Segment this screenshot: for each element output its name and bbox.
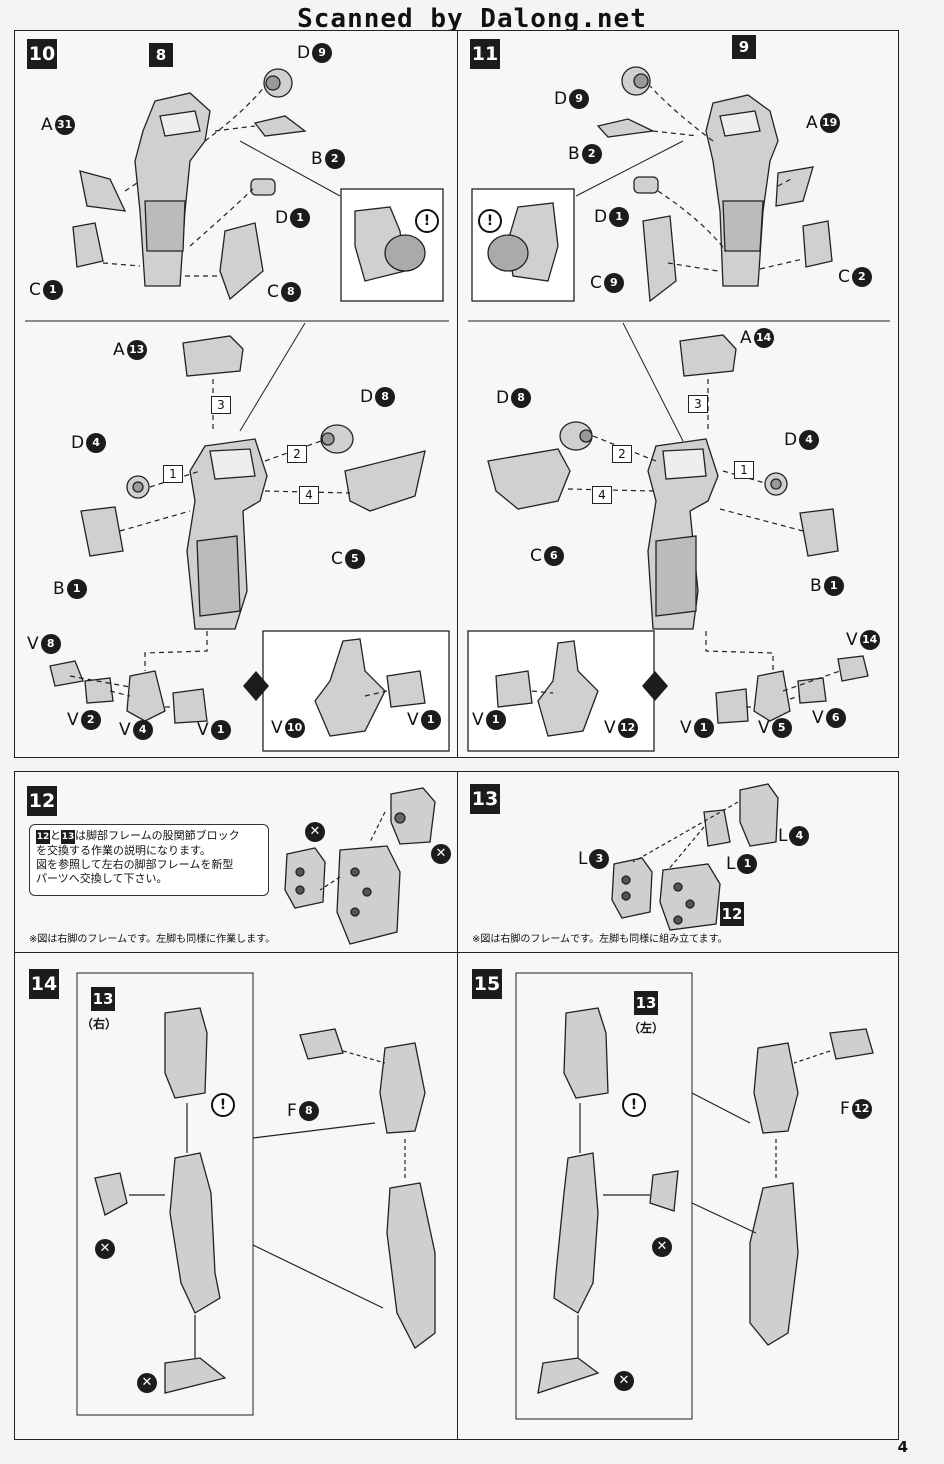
step-14-subassembly-number: 13 bbox=[91, 987, 115, 1011]
step-ref-13: 13 bbox=[61, 830, 75, 844]
desc-line-2: を交換する作業の説明になります。 bbox=[36, 844, 211, 857]
order-box: 1 bbox=[163, 465, 183, 483]
order-box: 2 bbox=[612, 445, 632, 463]
caution-icon: ! bbox=[622, 1093, 646, 1117]
order-box: 3 bbox=[688, 395, 708, 413]
variant-diamond-icon bbox=[642, 671, 668, 701]
step-10-number: 10 bbox=[27, 39, 57, 69]
variant-diamond-icon bbox=[243, 671, 269, 701]
caution-icon: ! bbox=[211, 1093, 235, 1117]
desc-line-4: パーツへ交換して下さい。 bbox=[36, 872, 168, 885]
order-box: 4 bbox=[299, 486, 319, 504]
step-13-subassembly-number: 12 bbox=[720, 902, 744, 926]
step-11-drawing bbox=[467, 66, 890, 752]
step-ref-12: 12 bbox=[36, 830, 50, 844]
remove-mark-icon: ✕ bbox=[652, 1237, 672, 1257]
scan-header: Scanned by Dalong.net bbox=[297, 4, 647, 34]
step-13-number: 13 bbox=[470, 784, 500, 814]
remove-mark-icon: ✕ bbox=[431, 844, 451, 864]
step-12-drawing bbox=[284, 787, 436, 945]
step-11-number: 11 bbox=[470, 39, 500, 69]
step-14-drawing bbox=[76, 972, 436, 1416]
remove-mark-icon: ✕ bbox=[614, 1371, 634, 1391]
side-indicator: （右） bbox=[81, 1017, 118, 1031]
order-box: 4 bbox=[592, 486, 612, 504]
order-box: 3 bbox=[211, 396, 231, 414]
caution-icon: ! bbox=[478, 209, 502, 233]
step-12-note: ※図は右脚のフレームです。左脚も同様に作業します。 bbox=[29, 934, 276, 945]
desc-line-3: 図を参照して左右の脚部フレームを新型 bbox=[36, 858, 234, 871]
step-15-number: 15 bbox=[472, 969, 502, 999]
step-15-subassembly-number: 13 bbox=[634, 991, 658, 1015]
step-10-subassembly-number: 8 bbox=[149, 43, 173, 67]
desc-conjunction: と bbox=[50, 829, 61, 842]
step-13-note: ※図は右脚のフレームです。左脚も同様に組み立てます。 bbox=[472, 934, 728, 945]
remove-mark-icon: ✕ bbox=[137, 1373, 157, 1393]
order-box: 1 bbox=[734, 461, 754, 479]
remove-mark-icon: ✕ bbox=[305, 822, 325, 842]
remove-mark-icon: ✕ bbox=[95, 1239, 115, 1259]
step-11-subassembly-number: 9 bbox=[732, 35, 756, 59]
step-12-number: 12 bbox=[27, 786, 57, 816]
step-13-drawing bbox=[611, 783, 779, 931]
step-15-drawing bbox=[515, 972, 874, 1420]
order-box: 2 bbox=[287, 445, 307, 463]
side-indicator: （左） bbox=[628, 1021, 665, 1035]
desc-line-1: は脚部フレームの股関節ブロック bbox=[75, 829, 240, 842]
step-12-panel: 12 12と13は脚部フレームの股関節ブロック を交換する作業の説明になります。… bbox=[14, 771, 458, 953]
step-10-drawing bbox=[25, 68, 450, 752]
step-12-description: 12と13は脚部フレームの股関節ブロック を交換する作業の説明になります。 図を… bbox=[29, 824, 269, 896]
page-number: 4 bbox=[897, 1438, 908, 1456]
caution-icon: ! bbox=[415, 209, 439, 233]
step-14-number: 14 bbox=[29, 969, 59, 999]
